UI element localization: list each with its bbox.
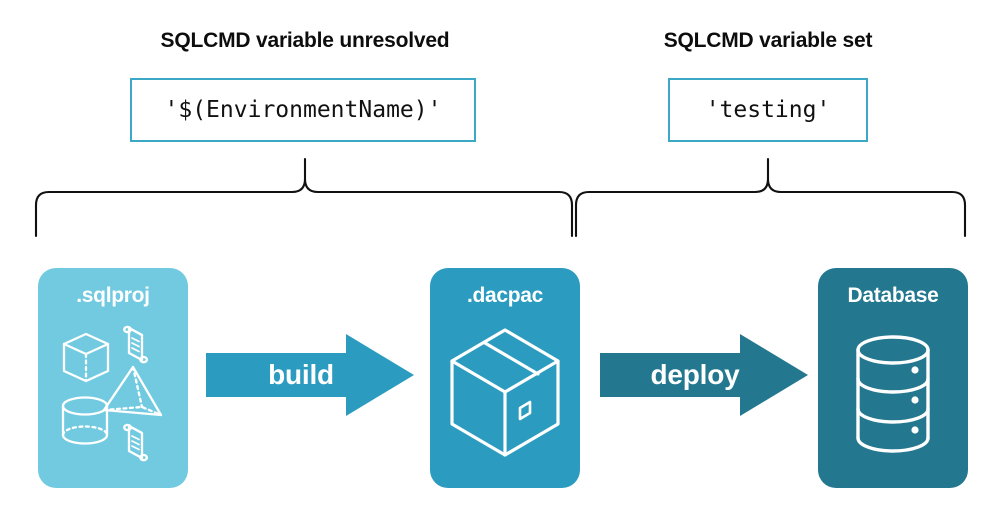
value-box-set: 'testing' bbox=[668, 78, 868, 142]
cube-icon bbox=[62, 332, 110, 383]
arrow-deploy: deploy bbox=[600, 332, 808, 418]
stage-label-dacpac: .dacpac bbox=[466, 284, 544, 307]
scroll-icon bbox=[123, 325, 149, 364]
package-box-icon bbox=[450, 328, 560, 457]
database-cylinder-icon bbox=[856, 335, 930, 453]
pyramid-icon bbox=[102, 365, 163, 417]
arrow-deploy-label: deploy bbox=[650, 359, 740, 390]
cylinder-icon bbox=[61, 396, 109, 445]
arrow-build-shape bbox=[206, 334, 414, 416]
arrow-build-path bbox=[206, 334, 414, 416]
section-title-unresolved: SQLCMD variable unresolved bbox=[160, 29, 450, 52]
value-box-unresolved: '$(EnvironmentName)' bbox=[130, 78, 476, 142]
stage-label-sqlproj: .sqlproj bbox=[76, 284, 150, 307]
stage-box-database: Database bbox=[818, 268, 968, 488]
brace-unresolved-icon bbox=[34, 157, 574, 238]
stage-label-database: Database bbox=[847, 284, 939, 307]
arrow-deploy-shape bbox=[600, 334, 808, 416]
scroll-icon bbox=[123, 423, 149, 462]
sqlproj-artwork bbox=[61, 325, 163, 462]
value-box-set-text: 'testing' bbox=[705, 97, 831, 123]
dacpac-artwork bbox=[450, 328, 560, 457]
brace-set-icon bbox=[574, 157, 967, 238]
database-status-dots bbox=[911, 366, 919, 434]
value-box-unresolved-text: '$(EnvironmentName)' bbox=[164, 97, 442, 123]
section-title-set: SQLCMD variable set bbox=[663, 29, 873, 52]
stage-box-sqlproj: .sqlproj bbox=[38, 268, 188, 488]
stage-box-dacpac: .dacpac bbox=[430, 268, 580, 488]
arrow-build-label: build bbox=[268, 359, 334, 390]
database-artwork bbox=[856, 335, 930, 453]
arrow-build: build bbox=[206, 332, 414, 418]
arrow-deploy-path bbox=[600, 334, 808, 416]
